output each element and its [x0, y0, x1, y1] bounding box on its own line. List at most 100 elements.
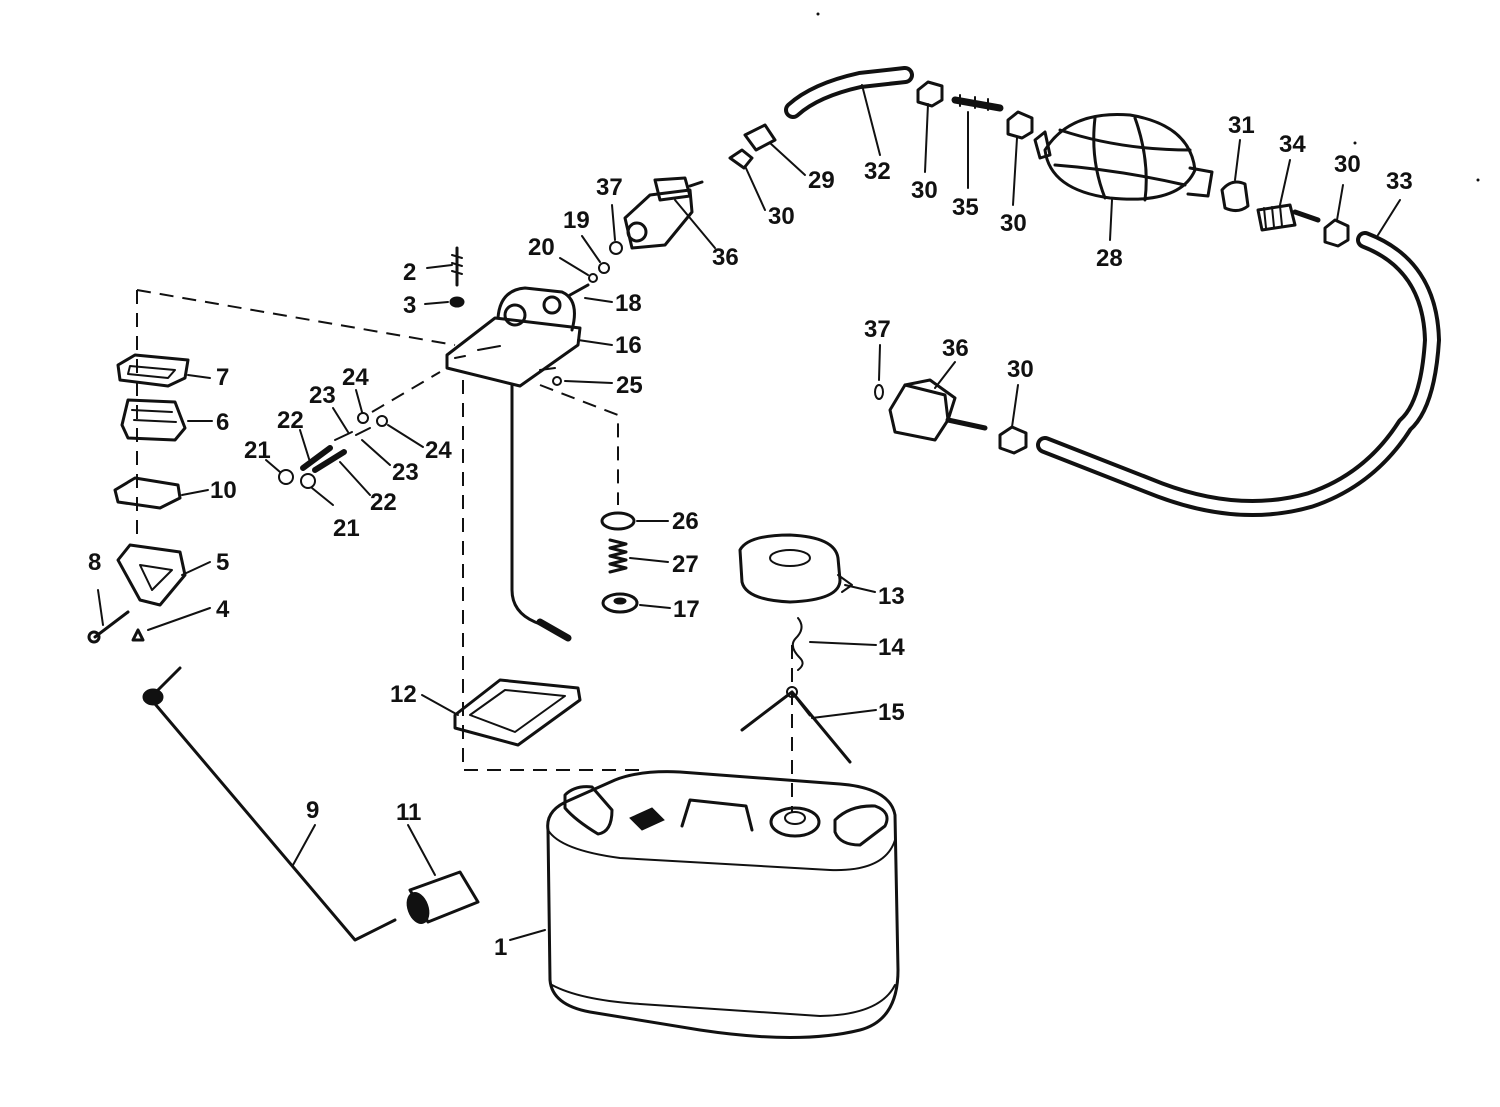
- label-14: 14: [878, 634, 905, 661]
- pickup-fitting: [568, 283, 590, 297]
- tank-connector-top: [653, 176, 692, 202]
- leader-13: [844, 584, 876, 593]
- leader-16: [577, 339, 613, 346]
- mounting-washer-part: [449, 296, 465, 308]
- engine-connector-nipple: [945, 417, 988, 431]
- scan-dot-c: [1353, 141, 1357, 145]
- label-30d: 30: [1334, 151, 1361, 178]
- leader-1: [509, 929, 546, 941]
- check-ball-a: [278, 469, 294, 485]
- leader-30d: [1336, 184, 1344, 221]
- guide-line-valve: [371, 371, 441, 413]
- hose-clamp-d: [1323, 218, 1350, 248]
- leader-31: [1234, 139, 1241, 181]
- label-30e: 30: [1007, 356, 1034, 383]
- label-22b: 22: [370, 489, 397, 516]
- pickup-body: [496, 286, 576, 332]
- guide-line-vertical: [462, 380, 640, 771]
- filler-cap-tab: [837, 574, 853, 593]
- gasket-inner: [469, 689, 566, 733]
- label-7: 7: [216, 364, 229, 391]
- hose-clamp-e: [998, 425, 1028, 455]
- gauge-housing-body: [120, 398, 187, 442]
- leader-23a: [332, 407, 349, 433]
- label-21b: 21: [333, 515, 360, 542]
- hose-short-inner: [788, 70, 910, 115]
- valve-disc-a: [357, 412, 369, 424]
- label-37b: 37: [864, 316, 891, 343]
- check-valve-nipple: [1292, 209, 1321, 223]
- gauge-housing-part: [120, 398, 187, 442]
- label-6: 6: [216, 409, 229, 436]
- label-34: 34: [1279, 131, 1306, 158]
- gauge-screw-head: [87, 630, 101, 644]
- label-8: 8: [88, 549, 101, 576]
- label-28: 28: [1096, 245, 1123, 272]
- label-30a: 30: [768, 203, 795, 230]
- label-19: 19: [563, 207, 590, 234]
- tank-bottom-edge: [551, 984, 896, 1017]
- gauge-lens-part: [116, 353, 190, 388]
- tank-right-handle: [833, 804, 889, 847]
- label-3: 3: [403, 292, 416, 319]
- gauge-lens-outer: [116, 353, 190, 388]
- leader-15: [811, 709, 877, 719]
- label-25: 25: [616, 372, 643, 399]
- label-23b: 23: [392, 459, 419, 486]
- gauge-base-part: [116, 543, 187, 607]
- pickup-plate: [445, 316, 582, 388]
- label-2: 2: [403, 259, 416, 286]
- filler-cap-body: [738, 533, 842, 604]
- label-32: 32: [864, 158, 891, 185]
- fuel-tank-part: [546, 770, 900, 1039]
- leader-36b: [934, 361, 956, 389]
- pickup-filter-part: [536, 618, 572, 642]
- leader-28: [1109, 199, 1113, 241]
- label-23a: 23: [309, 382, 336, 409]
- leader-9: [292, 824, 316, 866]
- tank-connector-body: [623, 188, 694, 250]
- leader-30b: [924, 103, 929, 173]
- leader-2: [426, 264, 453, 269]
- scan-dot-a: [816, 12, 820, 16]
- leader-11: [407, 824, 436, 876]
- float-part: [406, 870, 480, 924]
- mounting-screw-thread: [451, 254, 463, 275]
- float-arm-pivot: [142, 688, 164, 706]
- primer-bulb-rib-c: [1092, 116, 1107, 200]
- label-24b: 24: [425, 437, 452, 464]
- leader-21b: [311, 487, 334, 506]
- gasket-outer: [453, 678, 582, 747]
- tank-filler-neck: [769, 806, 821, 838]
- valve-spring-part: [608, 538, 628, 574]
- pickup-port-right: [542, 295, 562, 315]
- label-20: 20: [528, 234, 555, 261]
- leader-37b: [878, 344, 881, 381]
- gauge-screw-part: [93, 610, 130, 639]
- engine-connector-body: [888, 383, 950, 442]
- filler-cap-part: [738, 533, 853, 604]
- leader-14: [809, 641, 877, 646]
- primer-bulb-outlet: [1186, 166, 1214, 198]
- label-36b: 36: [942, 335, 969, 362]
- leader-23b: [361, 439, 391, 466]
- tank-connector-part: [623, 176, 704, 250]
- check-valve-ridges: [1263, 205, 1283, 229]
- primer-bulb-part: [1033, 112, 1214, 202]
- label-10: 10: [210, 477, 237, 504]
- leader-4: [147, 607, 211, 631]
- leader-22a: [299, 429, 311, 463]
- gauge-lens-inner: [127, 365, 176, 379]
- leader-8: [97, 589, 104, 626]
- leader-22b: [339, 461, 371, 496]
- label-21a: 21: [244, 437, 271, 464]
- valve-seat-part: [601, 592, 639, 614]
- label-36a: 36: [712, 244, 739, 271]
- small-plug-part: [552, 376, 562, 386]
- leader-30c: [1012, 137, 1018, 206]
- filler-cap-center: [769, 549, 811, 567]
- pickup-port-left: [503, 303, 527, 327]
- valve-spring-upper: [588, 273, 598, 283]
- primer-bulb-rib-a: [1058, 128, 1192, 152]
